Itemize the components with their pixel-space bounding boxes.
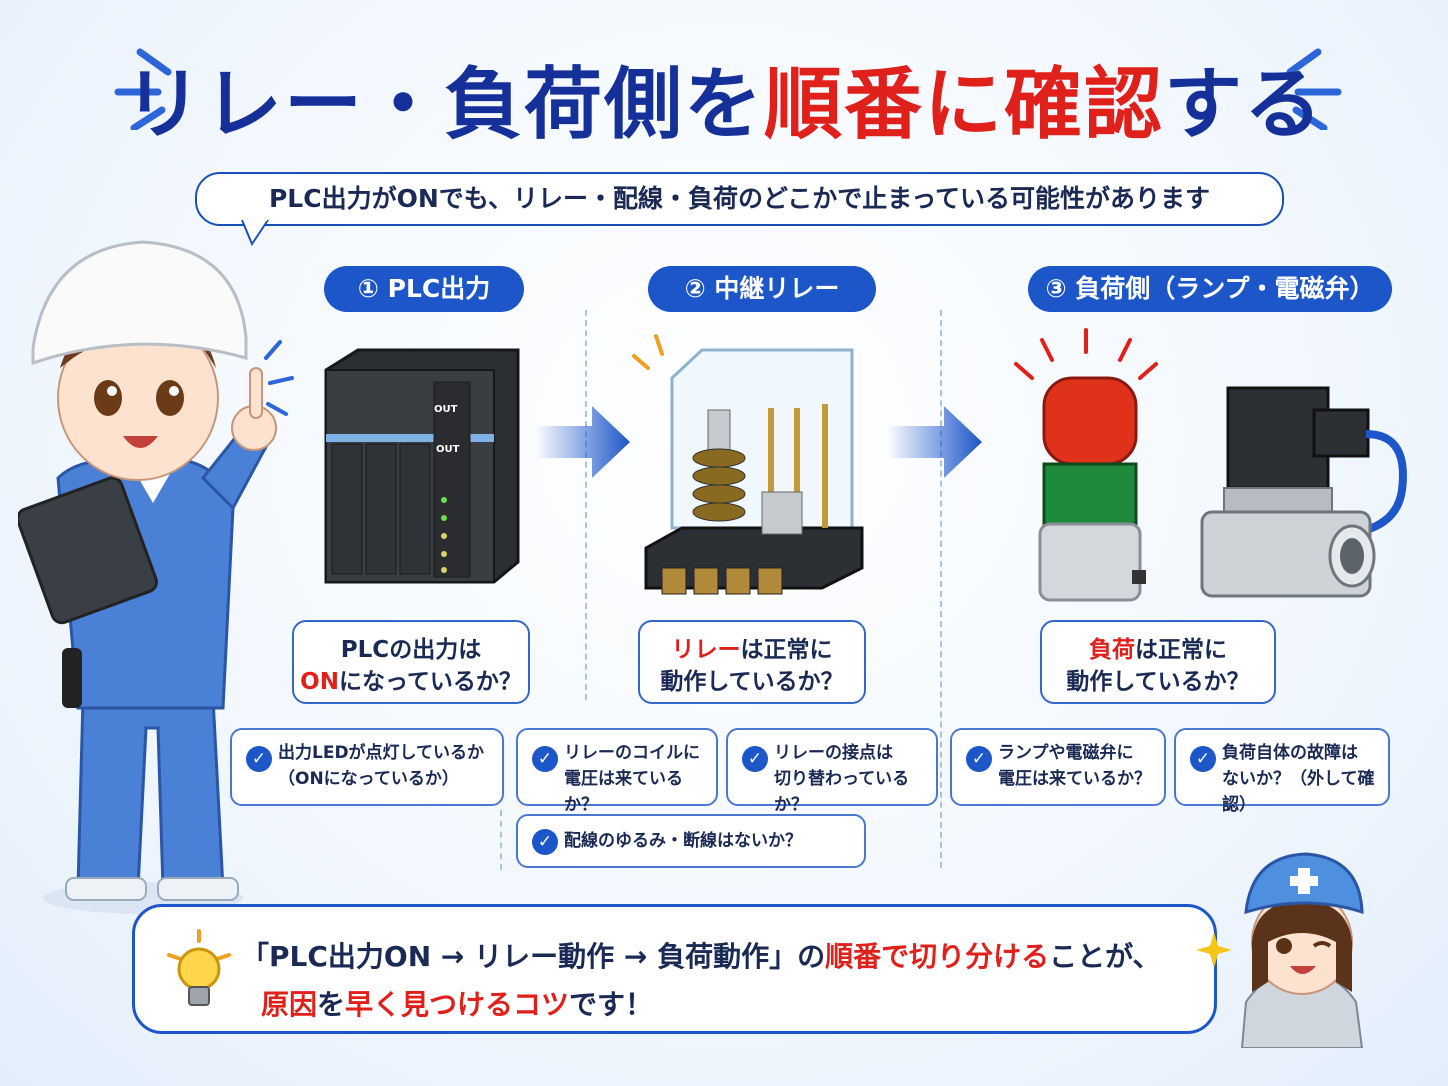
arrow-right-icon [888,406,982,478]
tip-line-2: 原因を早く見つけるコツです！ [261,983,653,1023]
separator-1 [585,310,587,700]
question-plc-line2: ONになっているか？ [294,666,528,698]
check-icon: ✓ [1190,746,1216,772]
title-part-1: リレー・負荷側を [123,60,764,150]
tip-text-2-end: です！ [569,988,654,1021]
question-bubble-load: 負荷は正常に 動作しているか？ [1040,620,1276,704]
subtitle-bubble: PLC出力がONでも、リレー・配線・負荷のどこかで止まっている可能性があります [195,172,1284,226]
separator-2 [940,310,942,868]
check-line-1: リレーの接点は [774,743,893,763]
plc-out-label-top: OUT [434,404,458,415]
check-line-2: ないか？（外して確認） [1222,769,1375,815]
tip-text-1-end: ことが、 [1049,940,1161,973]
check-item-output-led: ✓ 出力LEDが点灯しているか （ONになっているか） [230,728,504,806]
check-icon: ✓ [532,829,558,855]
check-line-2: 切り替わっているか？ [774,769,910,815]
sparkle-icon [1196,932,1232,968]
check-line-2: 電圧は来ているか？ [998,769,1151,789]
question-bubble-plc: PLCの出力は ONになっているか？ [292,620,530,704]
plc-device-illustration [324,348,520,584]
worker-illustration [18,240,294,914]
title-part-3: する [1164,60,1325,150]
small-worker-illustration [1240,852,1364,1048]
step-2-pill: ② 中継リレー [648,266,876,312]
check-line-1: 配線のゆるみ・断線はないか？ [564,831,802,851]
subtitle-text: PLC出力がONでも、リレー・配線・負荷のどこかで止まっている可能性があります [268,184,1211,213]
check-line-1: ランプや電磁弁に [998,743,1134,763]
check-icon: ✓ [246,746,272,772]
check-line-1: 負荷自体の故障は [1222,743,1358,763]
question-load-line1: 負荷は正常に [1042,634,1274,666]
question-relay-line2: 動作しているか？ [660,669,844,695]
lightbulb-icon [167,929,231,1006]
check-item-relay-contact: ✓ リレーの接点は切り替わっているか？ [726,728,938,815]
relay-illustration [632,334,864,595]
check-line-2: （ONになっているか） [278,769,459,789]
question-plc-rest: になっているか？ [338,669,522,695]
question-relay-rest: は正常に [740,637,833,663]
tip-red-2: 原因 [261,988,318,1021]
question-load-rest: は正常に [1135,637,1227,663]
question-plc-red: ON [300,669,339,695]
check-icon: ✓ [742,746,768,772]
solenoid-valve-illustration [1200,386,1407,598]
check-line-1: 出力LEDが点灯しているか [278,743,485,763]
tip-line-1: 「PLC出力ON → リレー動作 → 負荷動作」の順番で切り分けることが、 [241,935,1161,975]
page-title: リレー・負荷側を順番に確認する [0,50,1448,160]
tip-box: 「PLC出力ON → リレー動作 → 負荷動作」の順番で切り分けることが、 原因… [132,904,1217,1034]
question-relay-line1: リレーは正常に [640,634,864,666]
check-icon: ✓ [532,746,558,772]
signal-lamp-illustration [1014,328,1158,602]
title-emphasis-right [1286,48,1342,130]
question-plc-line1: PLCの出力は [340,637,482,663]
check-item-wiring: ✓ 配線のゆるみ・断線はないか？ [516,814,866,868]
title-part-2: 順番に確認 [763,60,1164,150]
tip-red-1: 順番で切り分ける [825,940,1050,973]
step-3-pill: ③ 負荷側（ランプ・電磁弁） [1028,266,1392,312]
step-1-pill: ① PLC出力 [324,266,524,312]
tip-red-3: 早く見つけるコツ [345,988,570,1021]
separator-3 [500,810,502,870]
tip-text-2: を [317,988,346,1021]
check-line-1: リレーのコイルに [564,743,700,763]
subtitle-bubble-tail [241,218,269,247]
check-item-relay-coil: ✓ リレーのコイルに電圧は来ているか？ [516,728,718,815]
plc-out-label-mid: OUT [436,444,460,455]
tip-text-1: 「PLC出力ON → リレー動作 → 負荷動作」の [241,940,826,973]
question-load-line2: 動作しているか？ [1066,669,1250,695]
check-item-load-voltage: ✓ ランプや電磁弁に電圧は来ているか？ [950,728,1166,806]
check-icon: ✓ [966,746,992,772]
question-load-red: 負荷 [1089,637,1135,663]
arrow-right-icon [536,406,630,478]
question-bubble-relay: リレーは正常に 動作しているか？ [638,620,866,704]
check-line-2: 電圧は来ているか？ [564,769,683,815]
question-relay-red: リレー [671,637,741,663]
check-item-load-fault: ✓ 負荷自体の故障はないか？（外して確認） [1174,728,1390,815]
title-emphasis-left [114,48,172,130]
